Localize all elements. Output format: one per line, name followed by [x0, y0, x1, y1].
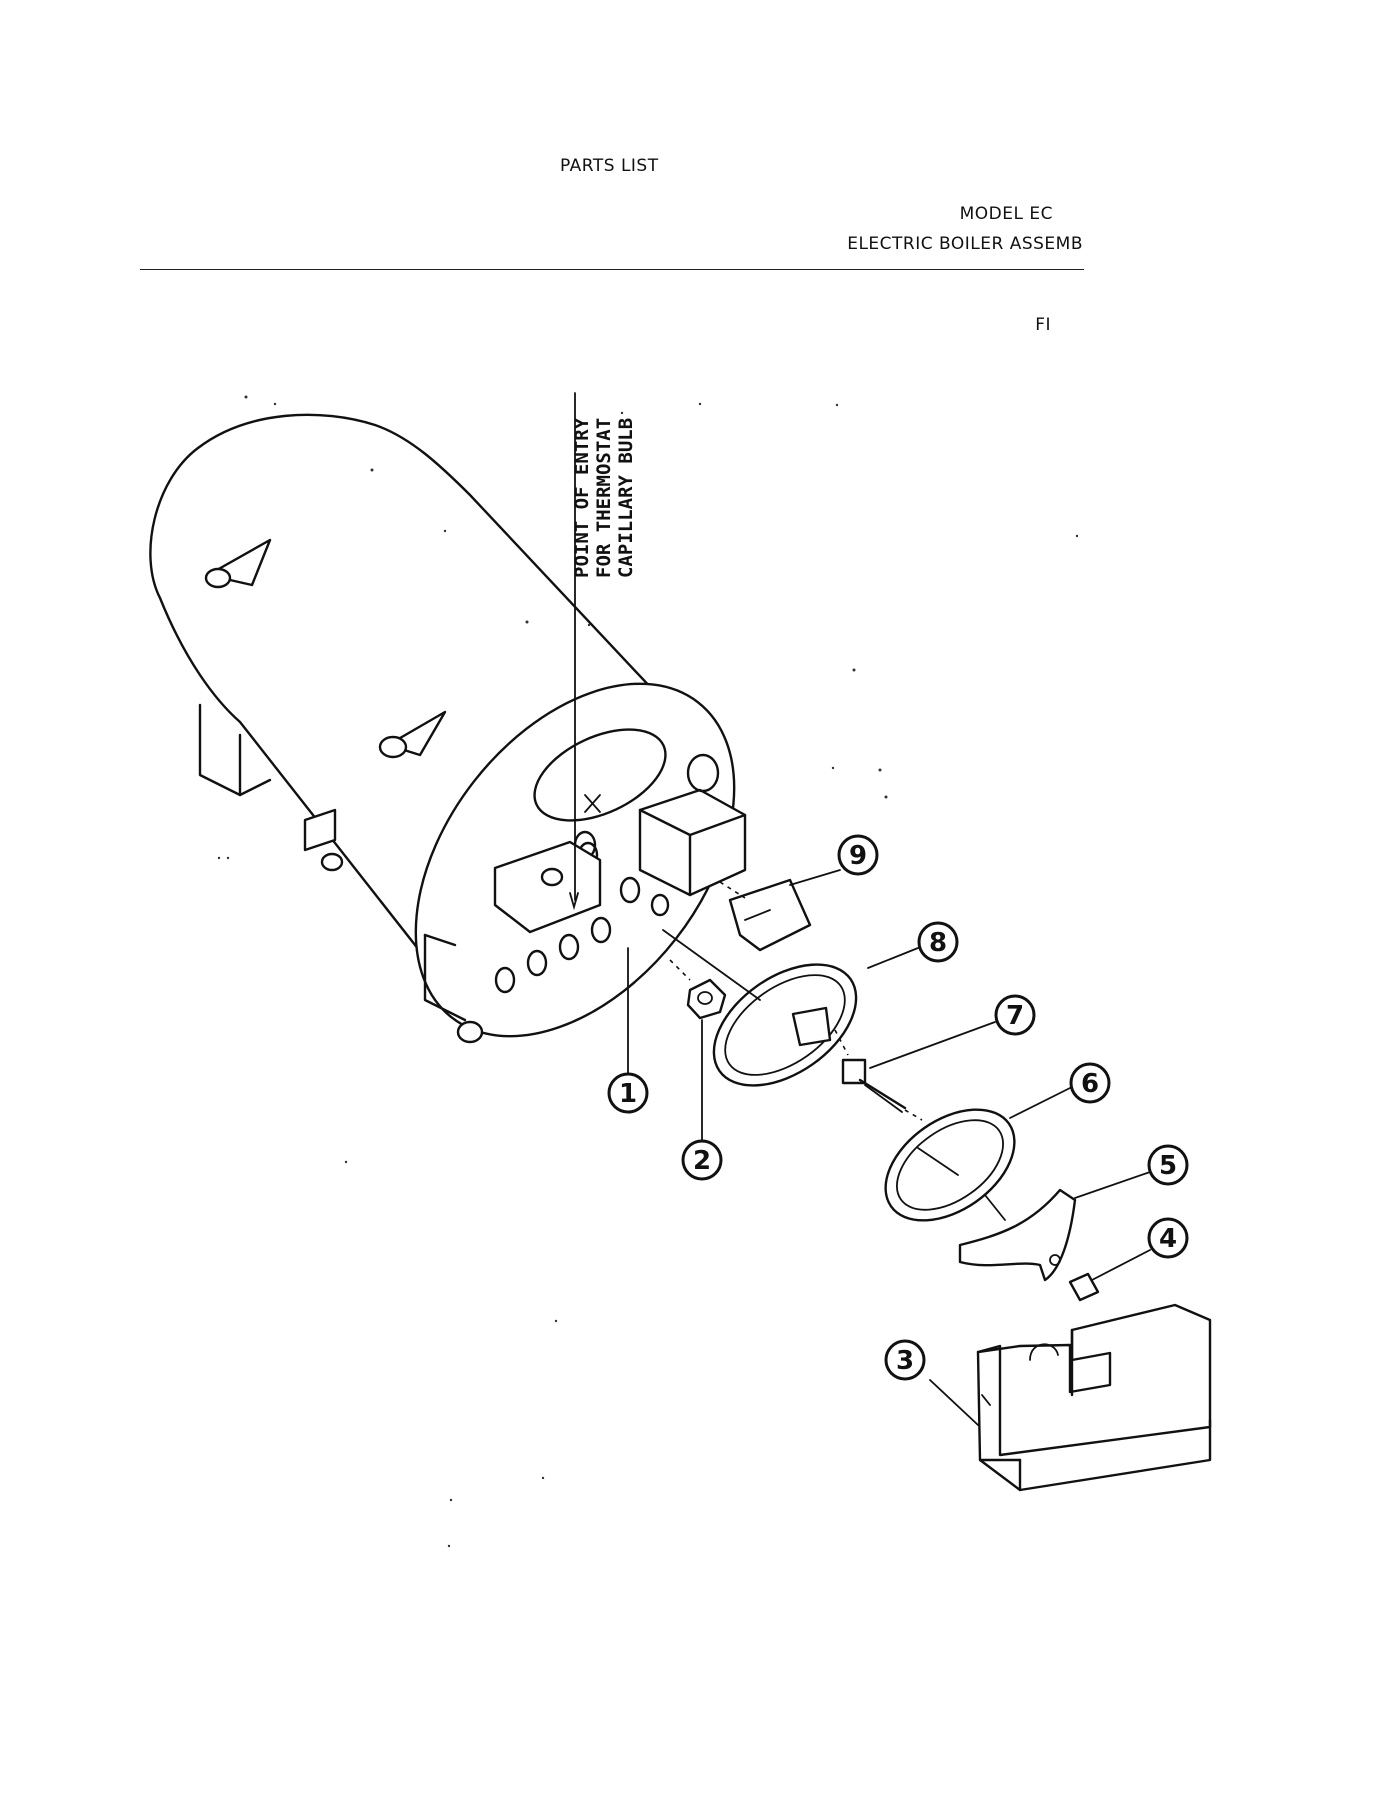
callout-7: 7 — [996, 996, 1034, 1034]
svg-text:1: 1 — [619, 1079, 637, 1109]
part-bolt — [835, 1030, 922, 1120]
callout-3: 3 — [886, 1341, 924, 1379]
svg-text:9: 9 — [849, 841, 867, 871]
svg-text:5: 5 — [1159, 1151, 1177, 1181]
callout-6: 6 — [1071, 1064, 1109, 1102]
note-line-3: CAPILLARY BULB — [615, 418, 637, 578]
svg-text:7: 7 — [1006, 1001, 1024, 1031]
svg-text:8: 8 — [929, 928, 947, 958]
callout-8: 8 — [919, 923, 957, 961]
thermostat-entry-note: POINT OF ENTRY FOR THERMOSTAT CAPILLARY … — [571, 417, 637, 578]
svg-text:4: 4 — [1159, 1224, 1177, 1254]
svg-text:3: 3 — [896, 1346, 914, 1376]
callout-2: 2 — [683, 1141, 721, 1179]
callout-4: 4 — [1149, 1219, 1187, 1257]
part-ring-gasket — [865, 1087, 1035, 1243]
note-line-1: POINT OF ENTRY — [571, 417, 593, 578]
svg-text:2: 2 — [693, 1146, 711, 1176]
callout-5: 5 — [1149, 1146, 1187, 1184]
note-line-2: FOR THERMOSTAT — [593, 418, 615, 578]
svg-text:6: 6 — [1081, 1069, 1099, 1099]
part-insulation-block — [978, 1305, 1210, 1490]
callout-1: 1 — [609, 1074, 647, 1112]
callout-9: 9 — [839, 836, 877, 874]
part-nut-small — [1070, 1274, 1098, 1300]
part-element-bracket — [960, 1190, 1075, 1280]
part-thermostat — [720, 870, 840, 950]
